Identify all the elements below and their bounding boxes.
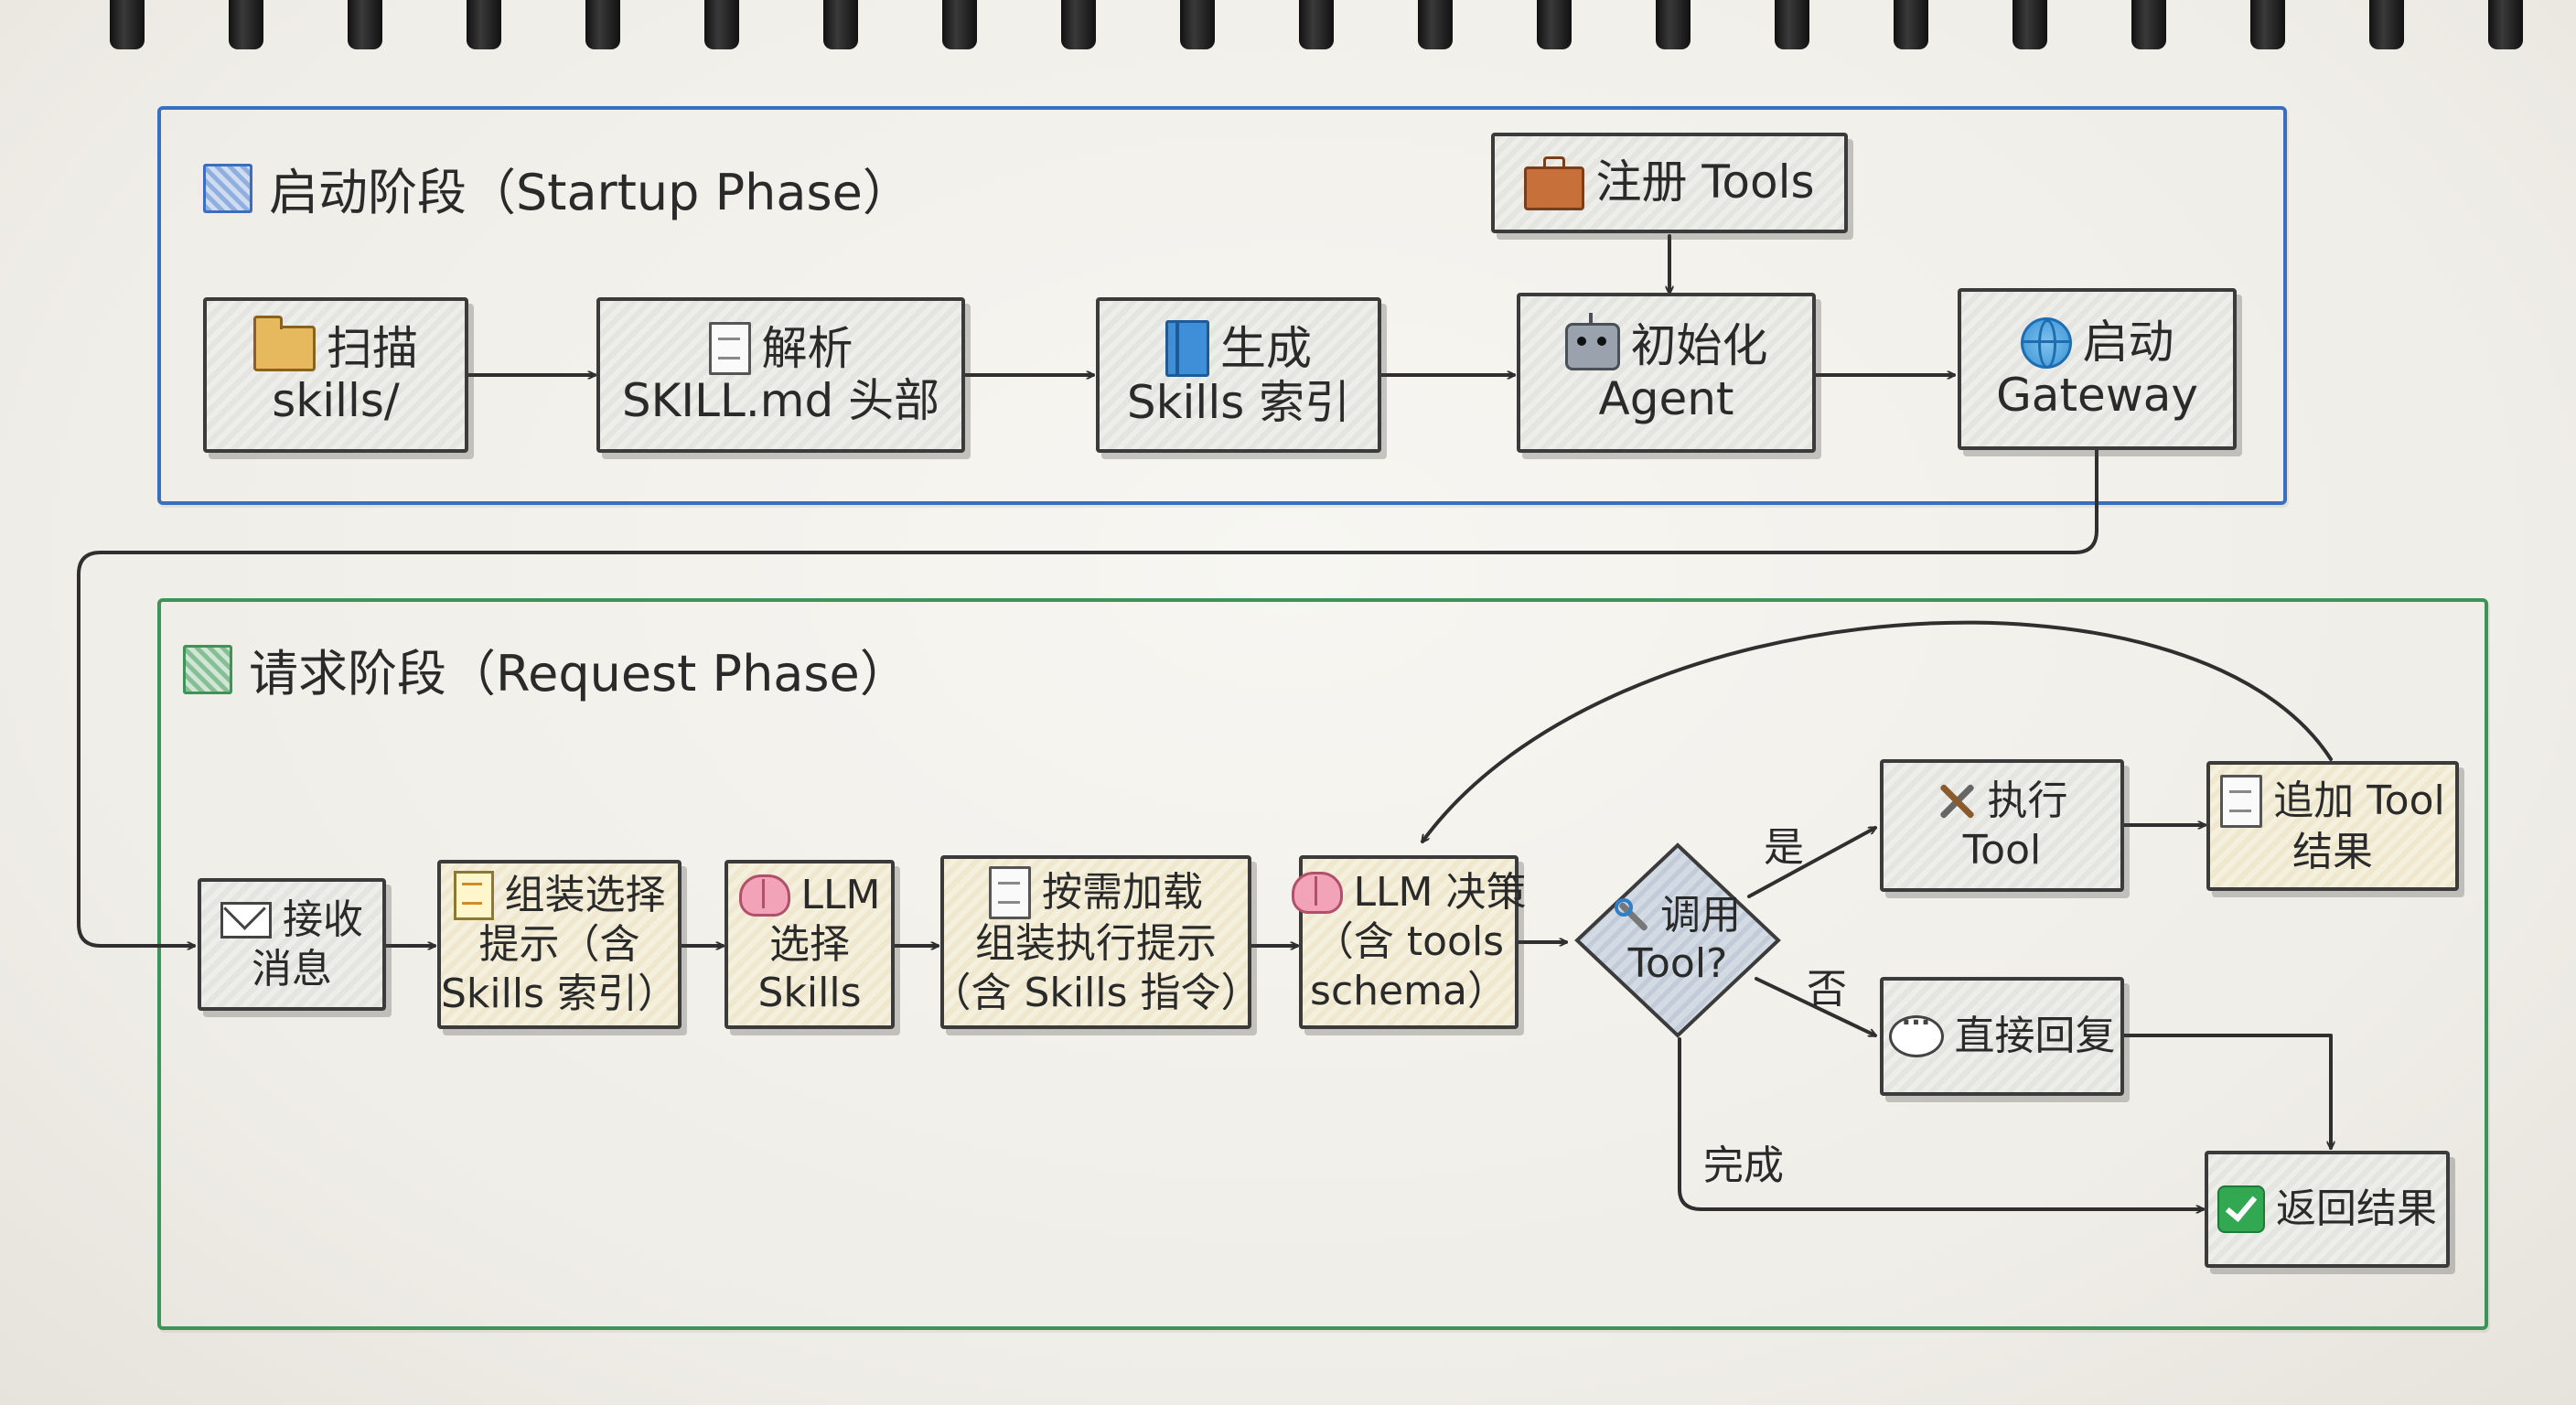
call-tool-decision: 调用 Tool? [1570,838,1786,1043]
memo-icon [453,870,494,920]
binding-ring [2012,0,2047,49]
binding-ring [348,0,382,49]
direct-reply-node: 直接回复 [1880,977,2124,1096]
binding-ring [1418,0,1453,49]
generate-skills-index-node: 生成 Skills 索引 [1096,297,1381,453]
document-icon [708,322,751,376]
scan-skills-node: 扫描 skills/ [203,297,468,453]
llm-select-skills-node: LLM 选择 Skills [724,860,895,1029]
parse-skill-md-node: 解析 SKILL.md 头部 [596,297,965,453]
binding-ring [942,0,977,49]
startup-phase-title: 启动阶段（Startup Phase） [269,164,912,221]
edge-label-no: 否 [1807,966,1847,1013]
init-agent-node: 初始化 Agent [1517,293,1816,453]
brain-icon [1291,872,1343,915]
startup-phase-container [157,106,2287,505]
binding-ring [110,0,145,49]
arrow-reply-to-return [2122,1034,2331,1150]
binding-ring [2369,0,2404,49]
tools-icon [1937,781,1977,821]
book-icon [1165,320,1209,378]
globe-icon [2020,316,2072,369]
return-result-node: 返回结果 [2205,1151,2450,1268]
binding-ring [585,0,620,49]
register-tools-node: 注册 Tools [1491,133,1848,233]
document-icon [989,866,1031,920]
arrow-call-to-reply [1755,977,1875,1037]
llm-decision-node: LLM 决策 （含 tools schema） [1291,855,1527,1029]
check-mark-icon [2217,1185,2265,1233]
speech-bubble-icon [1888,1007,1944,1057]
request-phase-container [157,598,2488,1330]
startup-phase-heading: 启动阶段（Startup Phase） [203,152,912,224]
binding-ring [229,0,263,49]
binding-ring [2488,0,2523,49]
append-tool-result-node: 追加 Tool 结果 [2206,761,2459,891]
execute-tool-node: 执行 Tool [1880,759,2124,892]
arrow-call-done-to-return [1678,1037,2205,1209]
binding-ring [1656,0,1690,49]
arrow-append-loop-to-decide [1422,620,2333,842]
folder-icon [253,316,316,372]
receive-message-node: 接收 消息 [198,878,386,1011]
request-phase-heading: 请求阶段（Request Phase） [183,633,909,705]
binding-ring [823,0,858,49]
binding-ring [467,0,501,49]
arrow-call-to-exec [1747,826,1875,898]
blue-square-icon [203,163,252,213]
wrench-icon [1615,897,1651,935]
start-gateway-node: 启动 Gateway [1958,288,2237,450]
decision-diamond-shape [1574,842,1781,1038]
binding-ring [1894,0,1928,49]
edge-label-done: 完成 [1703,1142,1784,1189]
binding-ring [2250,0,2285,49]
binding-ring [1775,0,1809,49]
binding-ring [1180,0,1215,49]
robot-icon [1564,312,1620,370]
binding-ring [2131,0,2166,49]
request-phase-title: 请求阶段（Request Phase） [249,645,909,702]
edge-label-yes: 是 [1764,824,1804,871]
binding-ring [1061,0,1096,49]
assemble-selection-prompt-node: 组装选择 提示（含 Skills 索引） [437,860,682,1029]
binding-ring [1537,0,1572,49]
envelope-icon [220,901,272,938]
briefcase-icon [1524,156,1585,210]
binding-ring [704,0,739,49]
document-icon [2220,775,2263,829]
binding-ring [1299,0,1334,49]
green-square-icon [183,644,232,694]
load-execution-prompt-node: 按需加载 组装执行提示 （含 Skills 指令） [931,855,1261,1029]
arrow-gateway-to-receive [77,448,2098,946]
brain-icon [738,874,790,917]
